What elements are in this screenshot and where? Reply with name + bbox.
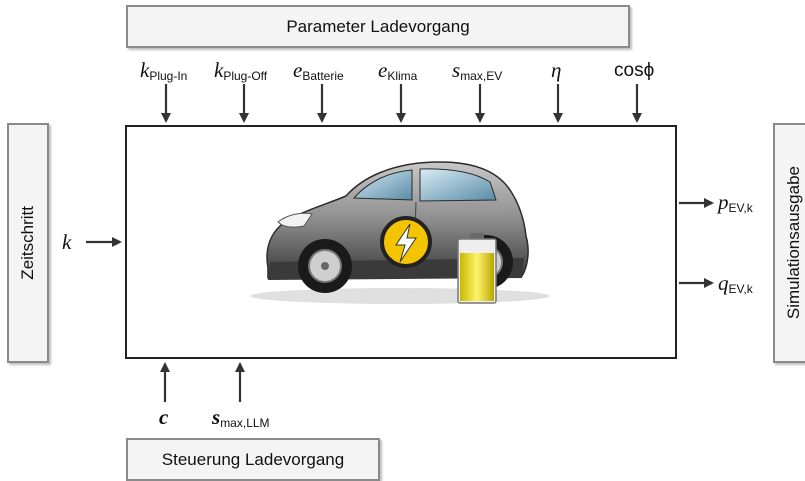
timestep-box: Zeitschritt — [7, 123, 49, 363]
label-e-klima: eKlima — [378, 58, 418, 83]
label-s-max-ev: smax,EV — [452, 58, 503, 83]
label-s-max-llm: smax,LLM — [212, 405, 270, 430]
control-box-label: Steuerung Ladevorgang — [161, 449, 345, 469]
label-c: c — [159, 405, 169, 429]
parameter-box: Parameter Ladevorgang — [126, 5, 630, 48]
label-k-plug-off: kPlug-Off — [214, 58, 268, 83]
output-box: Simulationsausgabe — [773, 123, 805, 363]
label-k-plug-in: kPlug-In — [140, 58, 188, 83]
electric-car-illustration — [250, 161, 550, 304]
label-p-output: pEV,k — [718, 190, 753, 215]
label-eta: η — [551, 58, 562, 82]
label-q-output: qEV,k — [718, 271, 753, 296]
label-k-input: k — [62, 230, 72, 254]
label-cosphi: cosϕ — [614, 60, 655, 81]
label-e-batterie: eBatterie — [293, 58, 344, 83]
battery-icon — [457, 233, 497, 304]
parameter-box-label: Parameter Ladevorgang — [286, 16, 470, 36]
